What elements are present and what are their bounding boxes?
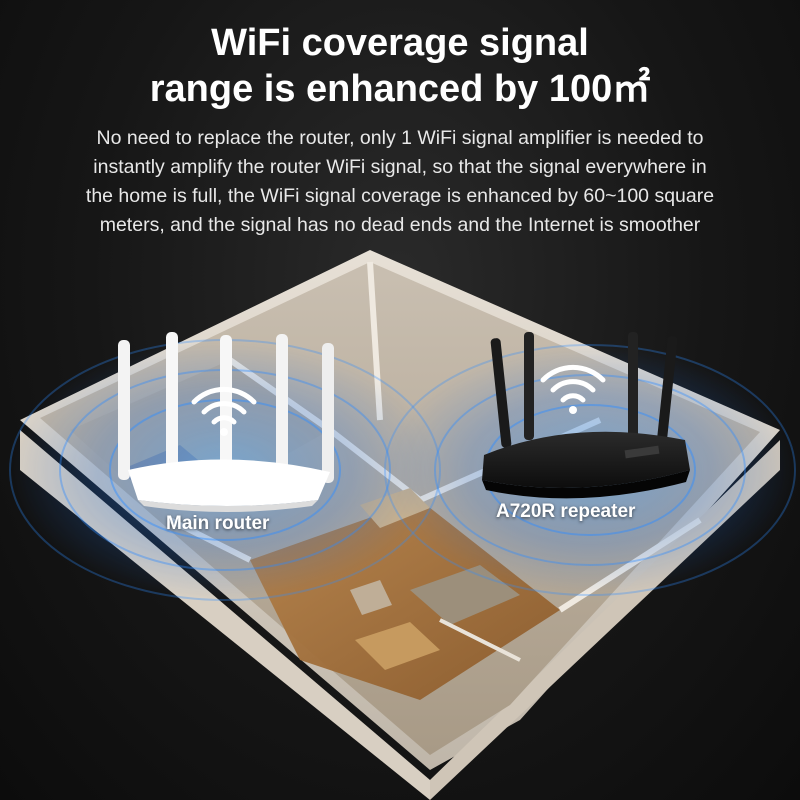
headline-line-1: WiFi coverage signal [211, 22, 589, 64]
wifi-icon [540, 364, 606, 414]
description-line-1: No need to replace the router, only 1 Wi… [96, 127, 704, 149]
repeater-device [482, 332, 690, 499]
description: No need to replace the router, only 1 Wi… [30, 124, 770, 240]
headline-line-2: range is enhanced by 100㎡ [149, 68, 651, 110]
main-router-label: Main router [166, 513, 270, 534]
wifi-icon [191, 386, 257, 436]
description-line-4: meters, and the signal has no dead ends … [99, 214, 701, 236]
headline: WiFi coverage signal range is enhanced b… [0, 20, 800, 112]
description-line-3: the home is full, the WiFi signal covera… [85, 185, 715, 207]
repeater-label: A720R repeater [496, 501, 636, 522]
description-line-2: instantly amplify the router WiFi signal… [93, 156, 707, 178]
main-router-device [118, 332, 334, 512]
